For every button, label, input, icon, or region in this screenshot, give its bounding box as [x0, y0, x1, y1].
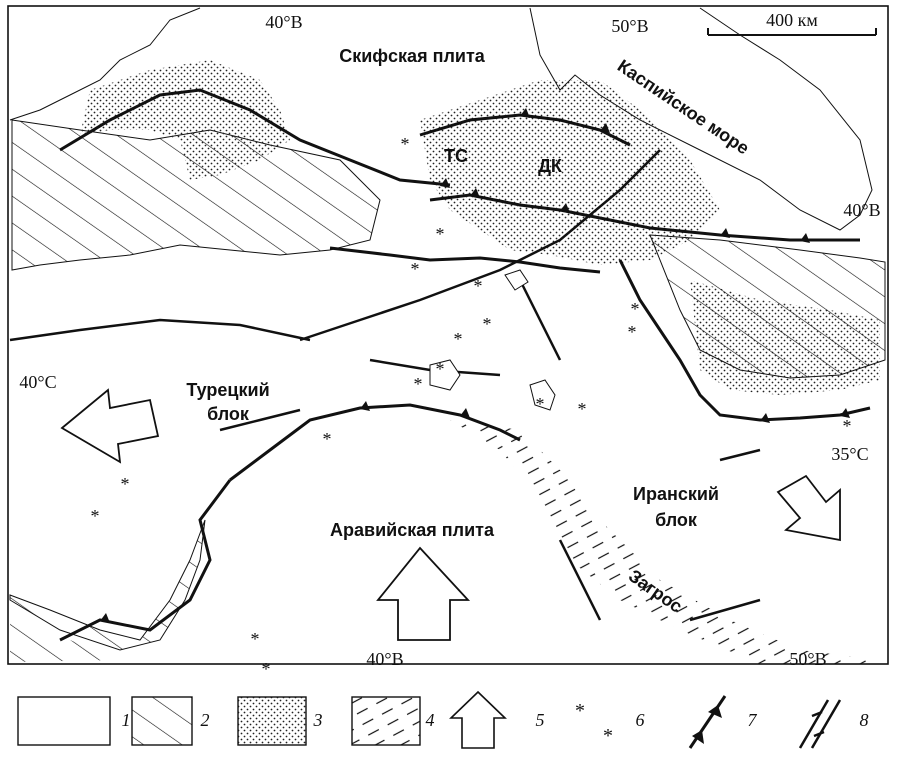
- volcano-asterisk-icon: *: [411, 259, 420, 279]
- label-turkish-block-line1: Турецкий: [186, 380, 269, 400]
- volcano-asterisk-icon: *: [401, 134, 410, 154]
- legend-arrow-up-icon: [449, 690, 507, 749]
- hatched-area-east: [649, 234, 886, 379]
- legend-volcano-asterisk-icon: *: [575, 700, 585, 722]
- coord-lon-50-bottom: 50°В: [789, 649, 826, 669]
- volcano-asterisk-icon: *: [474, 276, 483, 296]
- volcano-asterisk-icon: *: [436, 359, 445, 379]
- coord-lon-50-top: 50°В: [611, 16, 648, 36]
- volcano-asterisk-icon: *: [843, 416, 852, 436]
- legend: 1 2 3 4 5 * * 6 7 8: [17, 690, 869, 749]
- legend-swatch-dashed: [351, 696, 421, 746]
- volcano-asterisk-icon: *: [262, 659, 271, 679]
- lake-urmia: [529, 379, 556, 411]
- coastline-north: [9, 7, 201, 121]
- volcano-asterisk-icon: *: [536, 394, 545, 414]
- volcano-asterisk-icon: *: [251, 629, 260, 649]
- legend-number-8: 8: [860, 710, 869, 730]
- label-ts: ТС: [444, 146, 468, 166]
- label-dk: ДК: [538, 156, 563, 176]
- scale-bar: 400 км: [707, 10, 877, 36]
- volcano-asterisk-icon: *: [483, 314, 492, 334]
- coord-lat-35-right: 35°С: [831, 444, 868, 464]
- dotted-area-north: [80, 60, 290, 180]
- coord-lat-40-right: 40°В: [843, 200, 880, 220]
- legend-number-1: 1: [122, 710, 131, 730]
- volcano-asterisk-icon: *: [436, 224, 445, 244]
- scale-bar-label: 400 км: [766, 10, 818, 30]
- coord-lon-40-bottom: 40°В: [366, 649, 403, 669]
- arrow-arabian-plate-icon: [376, 546, 471, 641]
- legend-number-3: 3: [313, 710, 323, 730]
- zagros-zone: [450, 420, 880, 664]
- arrow-turkish-block-icon: [60, 388, 160, 464]
- legend-volcano-asterisk-icon-2: *: [603, 725, 613, 747]
- lake-van: [429, 359, 461, 391]
- volcano-asterisk-icon: *: [91, 506, 100, 526]
- dotted-area-ts-dk: [420, 80, 720, 265]
- legend-strike-slip-fault-icon: [798, 699, 842, 749]
- volcano-markers: * * * * * * * * * * * * * * * * * *: [91, 134, 852, 679]
- lake-sevan: [504, 269, 529, 291]
- legend-number-4: 4: [426, 710, 435, 730]
- label-iranian-block-line2: блок: [655, 510, 698, 530]
- coord-lat-40-left: 40°С: [19, 372, 56, 392]
- legend-swatch-hatched: [131, 696, 193, 746]
- legend-swatch-blank: [17, 696, 111, 746]
- volcano-asterisk-icon: *: [578, 399, 587, 419]
- volcano-asterisk-icon: *: [631, 299, 640, 319]
- volcano-asterisk-icon: *: [454, 329, 463, 349]
- label-scythian-plate: Скифская плита: [339, 46, 486, 66]
- strike-slip-faults: [9, 149, 761, 622]
- legend-thrust-fault-icon: [688, 695, 727, 749]
- thrust-teeth: [100, 108, 850, 623]
- volcano-asterisk-icon: *: [628, 322, 637, 342]
- label-iranian-block-line1: Иранский: [633, 484, 719, 504]
- coord-lon-40-top: 40°В: [265, 12, 302, 32]
- legend-swatch-dotted: [237, 696, 307, 746]
- volcano-asterisk-icon: *: [414, 374, 423, 394]
- legend-number-6: 6: [636, 710, 645, 730]
- legend-number-5: 5: [536, 710, 545, 730]
- label-arabian-plate: Аравийская плита: [330, 520, 495, 540]
- volcano-asterisk-icon: *: [323, 429, 332, 449]
- volcano-asterisk-icon: *: [121, 474, 130, 494]
- label-turkish-block-line2: блок: [207, 404, 250, 424]
- hatched-area-southwest-2: [10, 610, 120, 662]
- legend-number-7: 7: [748, 710, 758, 730]
- arrow-iranian-block-icon: [776, 474, 841, 542]
- hatched-area-southwest: [9, 519, 206, 651]
- legend-number-2: 2: [201, 710, 210, 730]
